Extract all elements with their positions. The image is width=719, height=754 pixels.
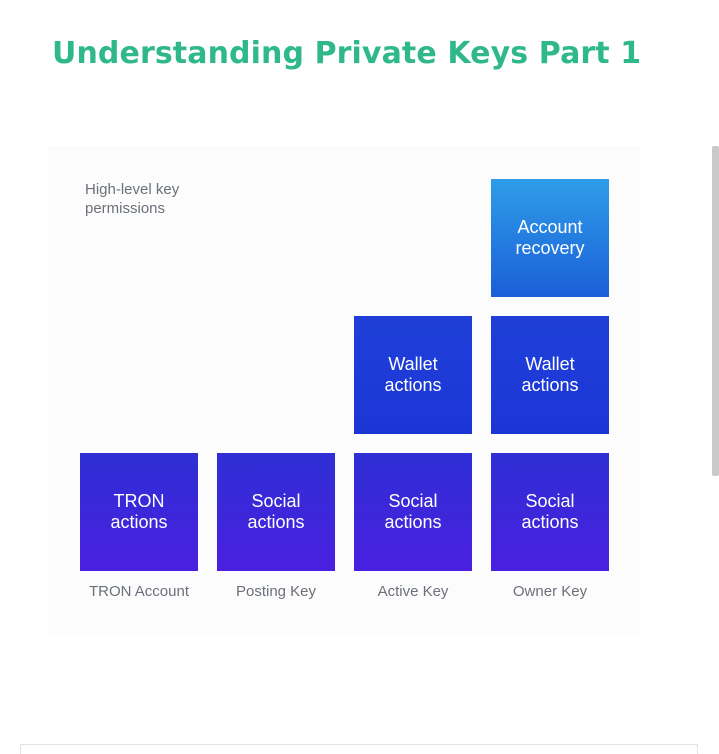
column-label-active-key: Active Key: [377, 583, 449, 600]
bottom-panel-edge: [20, 744, 698, 754]
column-label-posting-key: Posting Key: [235, 583, 317, 600]
owner-social-actions-box: Social actions: [491, 453, 609, 571]
active-social-actions-box: Social actions: [354, 453, 472, 571]
posting-social-actions-box: Social actions: [217, 453, 335, 571]
owner-wallet-actions-box: Wallet actions: [491, 316, 609, 434]
column-label-tron-account: TRON Account: [88, 583, 190, 600]
column-label-owner-key: Owner Key: [512, 583, 588, 600]
page-title: Understanding Private Keys Part 1: [52, 36, 642, 71]
scrollbar-thumb[interactable]: [712, 146, 719, 476]
active-wallet-actions-box: Wallet actions: [354, 316, 472, 434]
key-permissions-diagram: High-level key permissions TRON actions …: [48, 146, 640, 636]
tron-actions-box: TRON actions: [80, 453, 198, 571]
owner-account-recovery-box: Account recovery: [491, 179, 609, 297]
diagram-caption: High-level key permissions: [85, 181, 180, 217]
